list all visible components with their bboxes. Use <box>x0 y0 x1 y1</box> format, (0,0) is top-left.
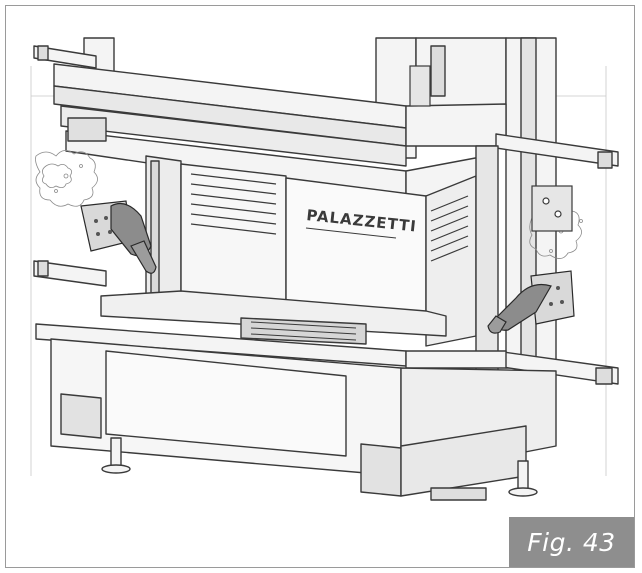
handle-bracket-icon <box>409 65 573 232</box>
gloved-hand-cloth-icon <box>80 200 157 274</box>
firebox-left-wall <box>145 155 182 307</box>
firebox-back-wall <box>180 163 427 317</box>
top-frame-beam <box>53 63 507 167</box>
right-bracket-top <box>495 133 619 169</box>
figure-number-label: Fig. 43 <box>509 517 634 567</box>
spray-mist-icon <box>35 150 98 207</box>
vent-slats-left <box>190 173 277 235</box>
firebox-floor <box>100 290 447 345</box>
fireplace-illustration: PALAZZETTI <box>30 37 619 501</box>
feet <box>101 437 538 501</box>
left-bracket-bottom <box>33 260 107 287</box>
base-body <box>50 338 557 497</box>
front-sill <box>35 323 507 369</box>
figure-frame: PALAZZETTI <box>5 5 635 568</box>
gloved-hand-cloth-icon <box>487 270 575 334</box>
left-bracket-top <box>33 45 97 69</box>
vent-slats-right <box>430 195 469 262</box>
